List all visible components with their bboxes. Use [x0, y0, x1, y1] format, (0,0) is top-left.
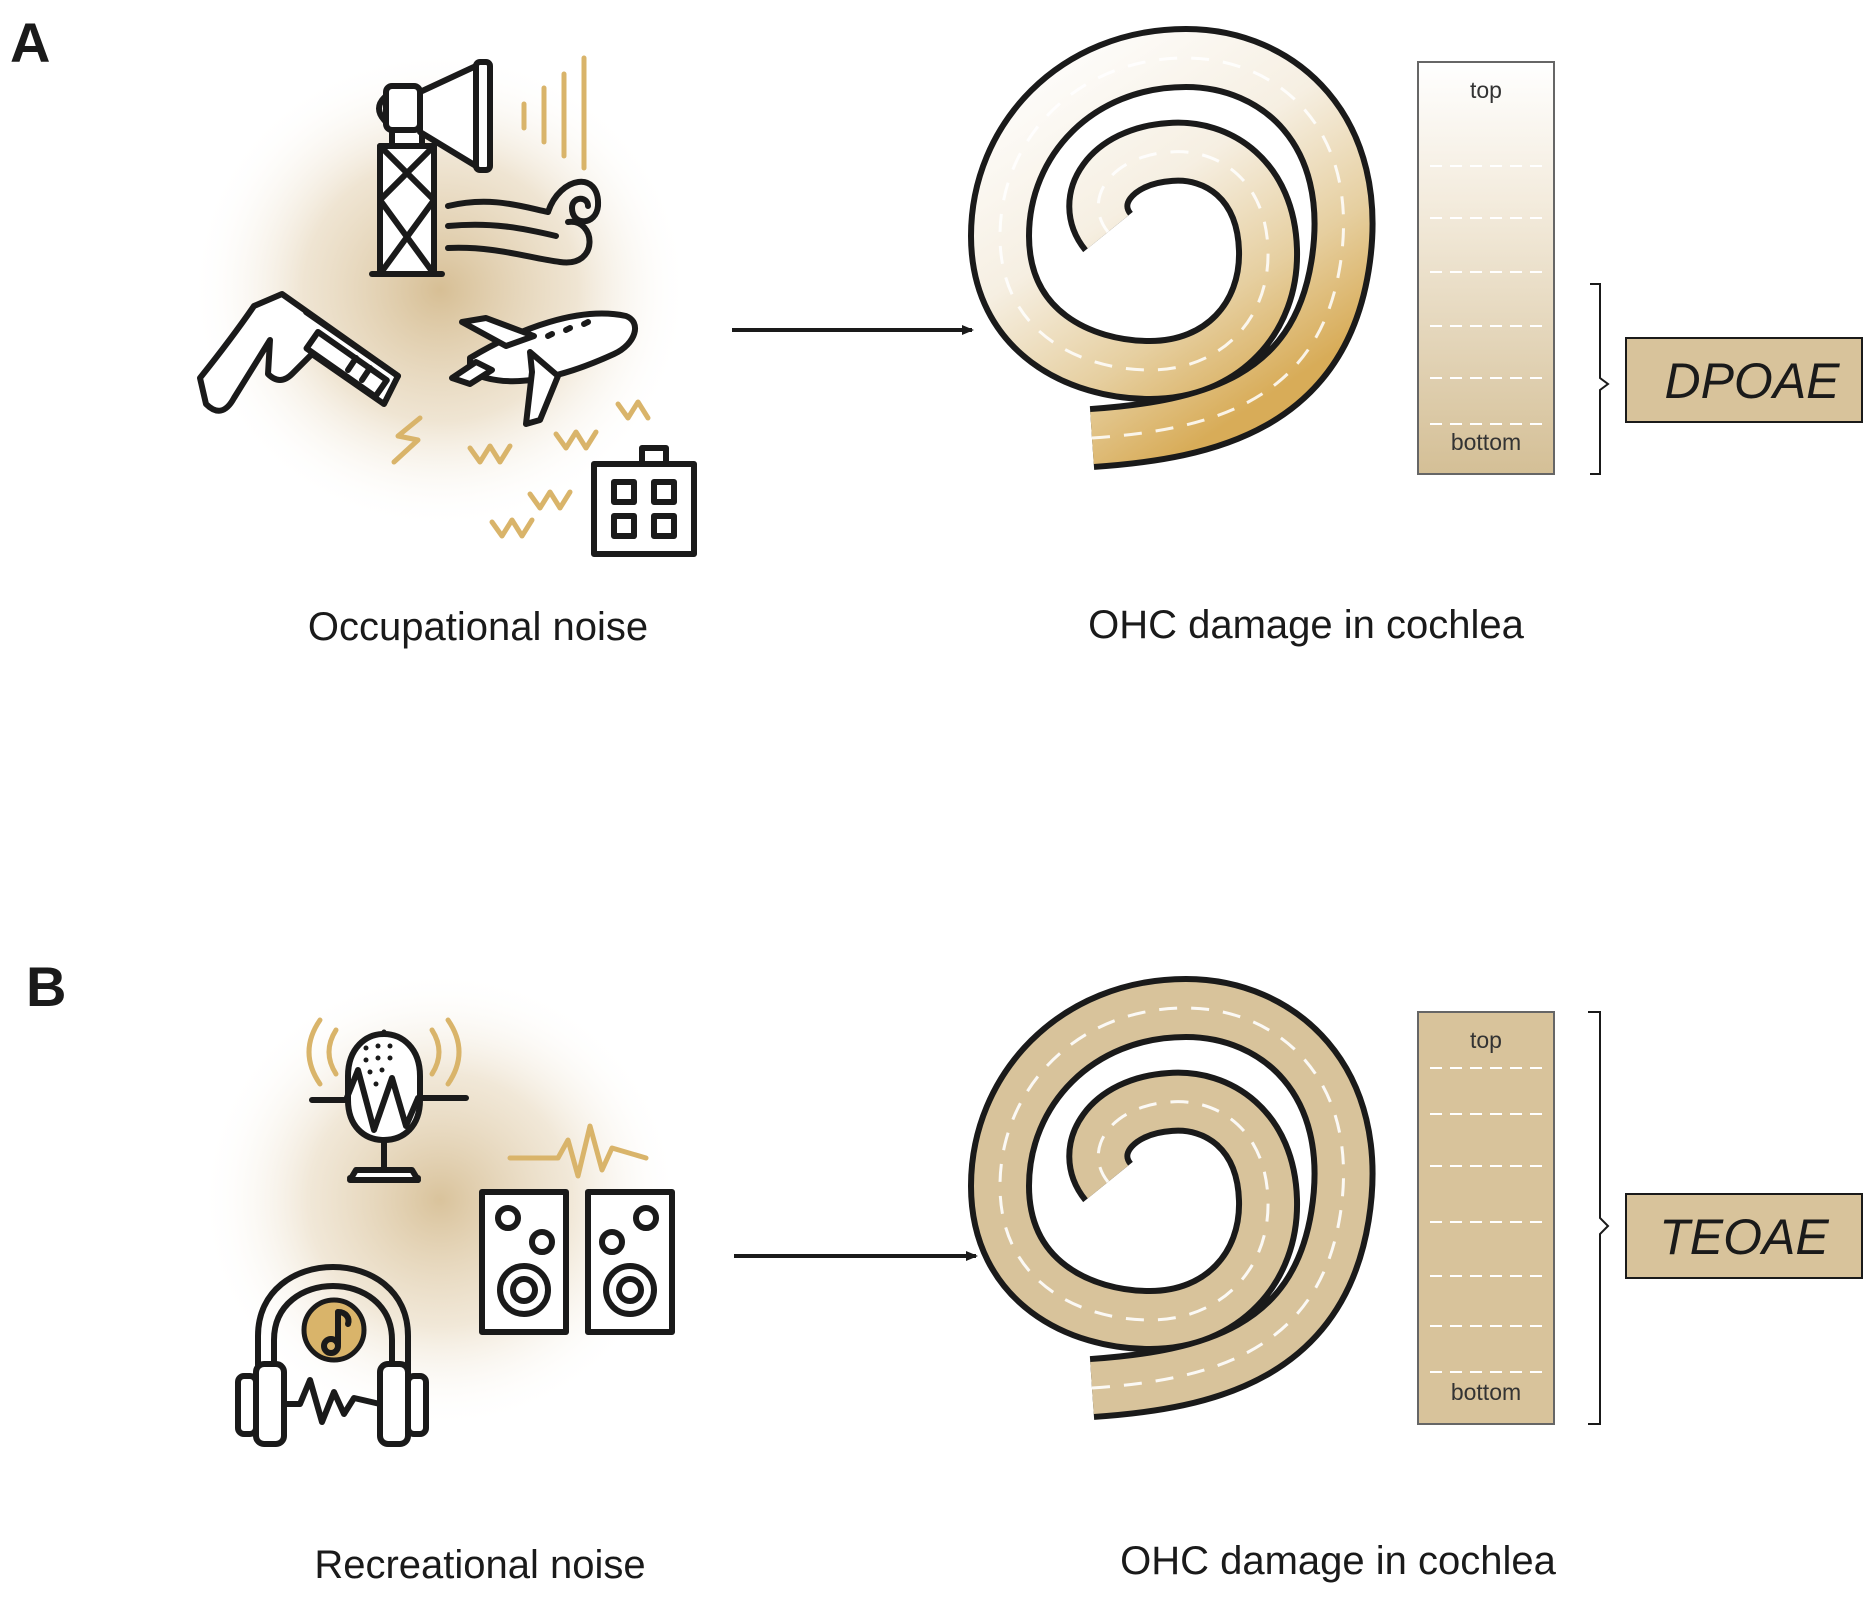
panel-b-letter: B — [26, 955, 66, 1018]
speakers-icon — [479, 1189, 675, 1335]
panel-b-tonotopic-bar — [1417, 1011, 1555, 1425]
panel-b-scale-top: top — [1470, 1027, 1502, 1053]
panel-a-noise-halo — [190, 50, 690, 530]
nail-gun-icon — [197, 291, 401, 414]
panel-a-letter: A — [10, 11, 50, 74]
panel-a-target-label: OHC damage in cochlea — [1088, 603, 1525, 647]
panel-b-cochlea-spiral — [968, 976, 1376, 1420]
microphone-icon — [309, 1029, 469, 1183]
vibration-zigzags — [467, 399, 651, 539]
headphones-icon — [235, 1264, 429, 1447]
siren-tower-icon — [369, 59, 493, 277]
panel-b-test-box — [1625, 1193, 1863, 1279]
panel-b-test-label: TEOAE — [1659, 1209, 1829, 1265]
wind-icon — [445, 178, 602, 266]
panel-a-source-label: Occupational noise — [308, 605, 648, 649]
microphone-sound-arcs — [306, 1017, 462, 1087]
panel-a-test-label: DPOAE — [1664, 353, 1840, 409]
panel-b-bracket — [1588, 1011, 1610, 1425]
airplane-icon — [449, 310, 638, 427]
siren-sound-lines — [521, 55, 587, 171]
panel-a-cochlea-spiral — [968, 26, 1376, 470]
panel-a-test-box — [1625, 337, 1863, 423]
music-note-icon — [301, 1297, 367, 1363]
panel-b-source-label: Recreational noise — [314, 1543, 645, 1587]
panel-b-scale-bottom: bottom — [1451, 1379, 1521, 1405]
speaker-sound-wave — [507, 1123, 649, 1179]
panel-a-tonotopic-bar — [1417, 61, 1555, 475]
machine-icon — [591, 445, 697, 557]
nail-gun-spark — [391, 415, 423, 465]
panel-a-scale-bottom: bottom — [1451, 429, 1521, 455]
panel-a-scale-top: top — [1470, 77, 1502, 103]
panel-b-target-label: OHC damage in cochlea — [1120, 1539, 1557, 1583]
panel-a-bracket — [1590, 283, 1610, 475]
